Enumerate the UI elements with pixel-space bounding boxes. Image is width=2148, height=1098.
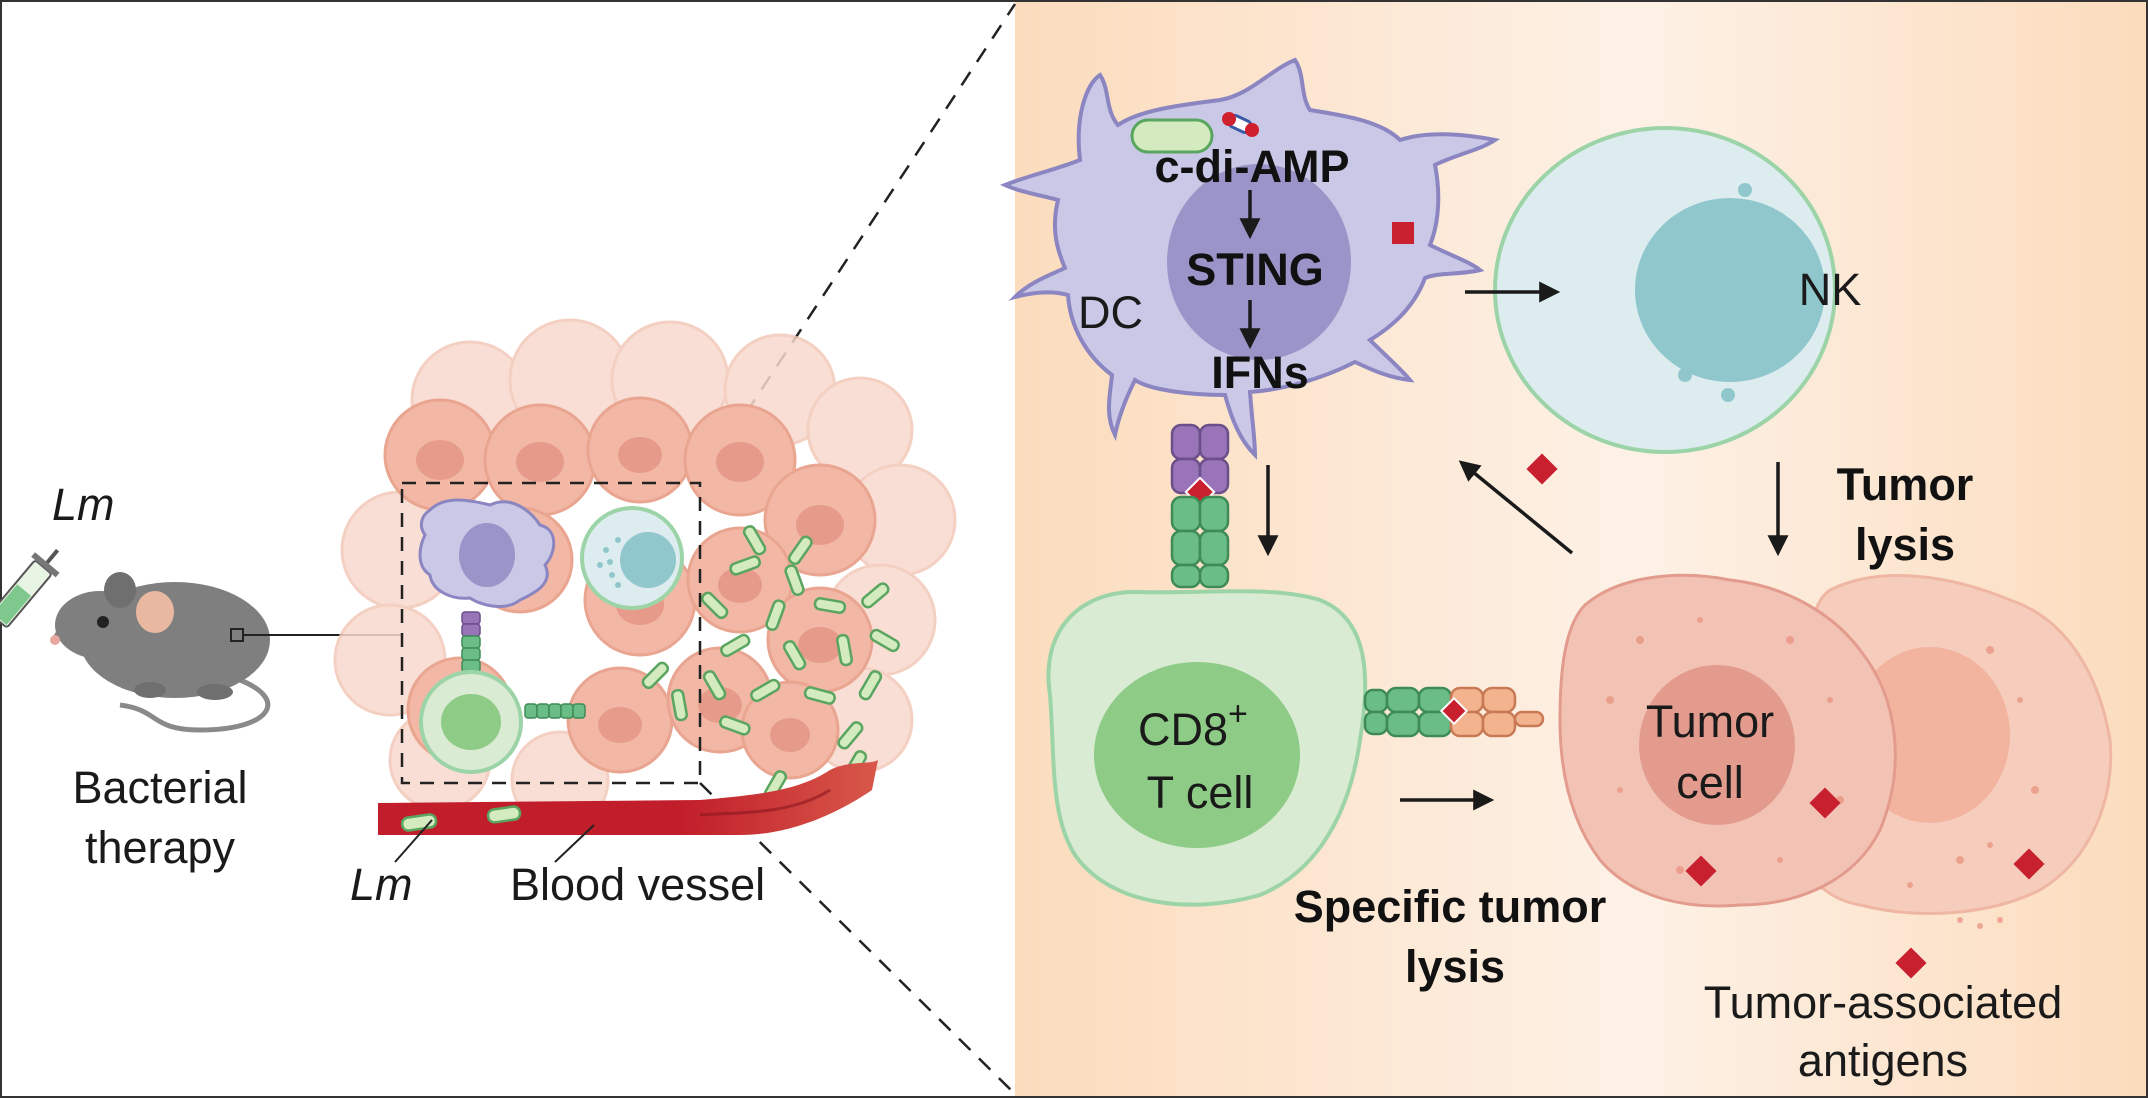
tcell-nucleus: [1094, 662, 1300, 848]
therapy-label-line2: therapy: [85, 822, 236, 873]
blood-vessel: [378, 760, 878, 835]
cd8-t-cell: [1046, 589, 1368, 907]
tumor-lysis-line1: Tumor: [1837, 459, 1974, 510]
free-antigen-1: [1526, 453, 1558, 485]
arrow-tumor-to-dc: [1458, 460, 1574, 555]
tumor-nucleus: [1639, 665, 1795, 825]
dendritic-cell: [999, 57, 1501, 460]
tumor-cell-label-line2: cell: [1676, 757, 1744, 808]
antigens-label-line1: Tumor-associated: [1704, 977, 2062, 1028]
c-di-amp-molecule-icon: [1222, 112, 1259, 137]
mini-receptor-complex: [461, 611, 481, 673]
tumor-cell-label-line1: Tumor: [1646, 696, 1774, 747]
tcell-label: T cell: [1147, 767, 1254, 818]
lm-pointer-line: [394, 819, 433, 863]
c-di-amp-label: c-di-AMP: [1155, 141, 1350, 192]
dc-antigen-square: [1392, 222, 1414, 244]
bacterium-in-dc: [1130, 118, 1214, 154]
nk-granules: [1641, 183, 1752, 402]
nk-label: NK: [1799, 264, 1862, 315]
cd8-superscript: +: [1228, 695, 1248, 733]
tumor-cell: [1558, 573, 1897, 908]
lm-bottom-label: Lm: [350, 859, 413, 910]
specific-lysis-line2: lysis: [1405, 941, 1505, 992]
therapy-label-line1: Bacterial: [72, 762, 247, 813]
zoom-region-box: [400, 481, 702, 785]
sting-label: STING: [1186, 244, 1324, 295]
specific-lysis-line1: Specific tumor: [1294, 881, 1607, 932]
blood-vessel-label: Blood vessel: [510, 859, 765, 910]
syringe-icon: [0, 548, 60, 628]
mini-dendritic-cell: [418, 498, 556, 608]
ifns-label: IFNs: [1211, 347, 1309, 398]
dc-label: DC: [1078, 287, 1143, 338]
receptor-complex: [1170, 423, 1230, 589]
tumor-lysis-line2: lysis: [1855, 519, 1955, 570]
nk-cell: [1493, 126, 1837, 454]
tumor-mass: [333, 318, 957, 830]
zoom-line-bottom: [699, 782, 1016, 1095]
mouse-icon: [50, 572, 271, 733]
antigens-label-line2: antigens: [1798, 1035, 1968, 1086]
mini-t-cell: [419, 670, 586, 774]
lm-top-label: Lm: [52, 479, 115, 530]
dc-nucleus: [1167, 164, 1351, 360]
mini-nk-cell: [580, 506, 684, 610]
cd8-label: CD8+: [1138, 695, 1248, 755]
nk-nucleus: [1635, 198, 1825, 382]
vessel-pointer-line: [554, 824, 595, 863]
bacteria-cluster: [641, 525, 900, 801]
tcr-mhc-complex: [1363, 686, 1545, 738]
